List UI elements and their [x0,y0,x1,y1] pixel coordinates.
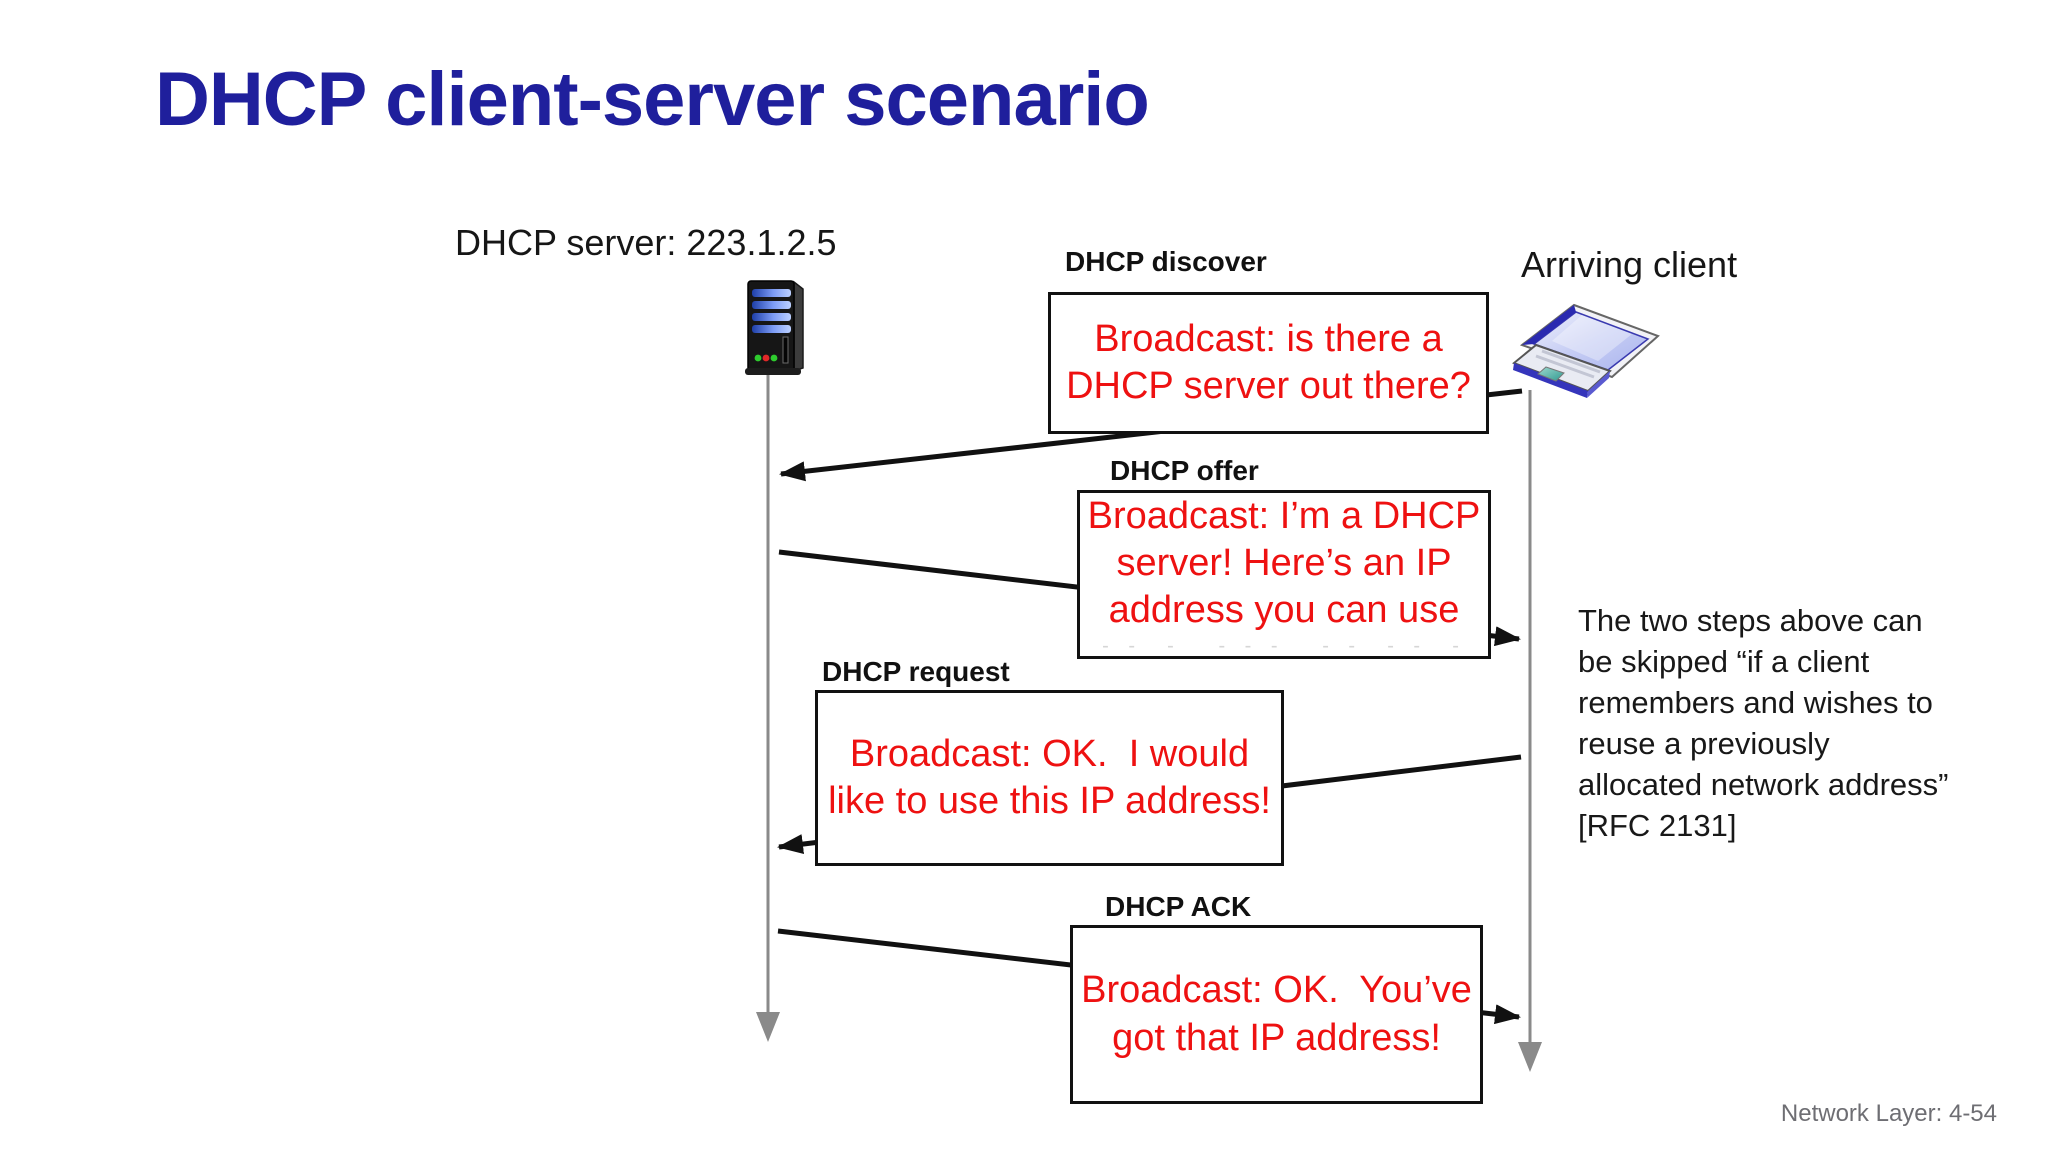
dhcp-discover-label: DHCP discover [1065,246,1267,277]
dhcp-offer-box: Broadcast: I’m a DHCP server! Here’s an … [1077,490,1491,659]
message-text-line: address you can use [1108,589,1460,632]
message-text-line: DHCP server out there? [1066,365,1471,407]
message-text-line: Broadcast: I’m a DHCP [1087,494,1481,537]
note-line: remembers and wishes to [1578,685,1933,720]
note-line: allocated network address” [1578,767,1949,802]
note-line: [RFC 2131] [1578,808,1737,843]
message-text-line: Broadcast: OK. You’ve [1081,969,1472,1012]
dhcp-request-label: DHCP request [822,656,1010,687]
message-text-line: Broadcast: OK. I would [849,732,1250,775]
rfc-note: The two steps above can be skipped “if a… [1578,600,1948,846]
server-label: DHCP server: 223.1.2.5 [455,222,837,263]
dhcp-ack-label: DHCP ACK [1105,891,1252,922]
server-tower-icon [744,278,808,376]
client-label: Arriving client [1521,244,1738,285]
note-line: be skipped “if a client [1578,644,1870,679]
laptop-icon [1512,303,1662,408]
slide-page-number: Network Layer: 4-54 [1780,1100,1997,1127]
message-text-line: got that IP address! [1112,1016,1441,1059]
note-line: The two steps above can [1578,603,1923,638]
dhcp-offer-label: DHCP offer [1110,455,1259,486]
note-line: reuse a previously [1578,726,1830,761]
faded-ghost-text: - - - - - - - - - - - [1102,635,1466,658]
message-text-line: like to use this IP address! [828,780,1271,822]
message-text-line: Broadcast: is there a [1094,317,1443,360]
message-text-line: server! Here’s an IP [1116,541,1452,584]
dhcp-discover-box: Broadcast: is there a DHCP server out th… [1048,292,1489,434]
dhcp-ack-box: Broadcast: OK. You’ve got that IP addres… [1070,925,1483,1104]
dhcp-request-box: Broadcast: OK. I would like to use this … [815,690,1284,866]
page-title: DHCP client-server scenario [155,57,1150,142]
